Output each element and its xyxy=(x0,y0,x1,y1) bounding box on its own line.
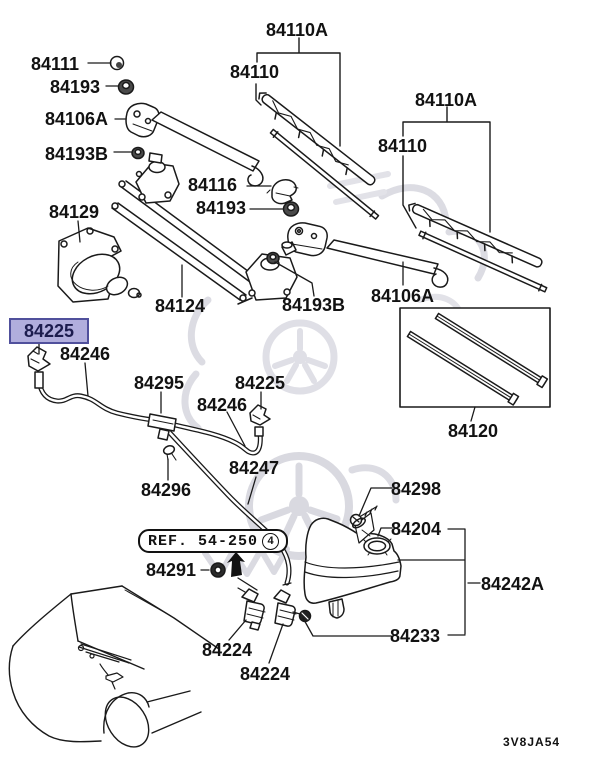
ref-text: REF. 54-250 xyxy=(148,532,259,550)
part-label-84247[interactable]: 84247 xyxy=(229,458,280,478)
part-label-84106a-right[interactable]: 84106A xyxy=(371,286,435,306)
part-label-84110-right[interactable]: 84110 xyxy=(378,136,428,156)
part-label-84193b-center[interactable]: 84193B xyxy=(282,295,346,315)
part-label-84296[interactable]: 84296 xyxy=(141,480,192,500)
washer-tank-art xyxy=(303,505,402,619)
part-label-84110a-right[interactable]: 84110A xyxy=(415,90,478,110)
part-label-84193b-left[interactable]: 84193B xyxy=(45,144,109,164)
direction-arrow xyxy=(227,552,245,577)
part-label-84295[interactable]: 84295 xyxy=(134,373,185,393)
bracket-lines xyxy=(255,37,491,233)
part-label-84110-top[interactable]: 84110 xyxy=(230,62,280,82)
watermark-graphic xyxy=(181,171,488,578)
part-label-84116[interactable]: 84116 xyxy=(188,175,238,195)
part-label-84298[interactable]: 84298 xyxy=(391,479,442,499)
fastener-parts-art xyxy=(109,55,300,578)
part-label-84193-left[interactable]: 84193 xyxy=(50,77,101,97)
wiper-arm-right-art xyxy=(287,222,449,288)
wiper-blade-right-art xyxy=(408,202,548,293)
part-label-84291[interactable]: 84291 xyxy=(146,560,197,580)
blade-refill-box-art xyxy=(399,307,551,408)
part-label-84111[interactable]: 84111 xyxy=(31,54,80,74)
washer-hose-art xyxy=(36,378,292,586)
part-label-84124[interactable]: 84124 xyxy=(155,296,206,316)
part-label-84224-left[interactable]: 84224 xyxy=(202,640,253,660)
part-label-84110a-top[interactable]: 84110A xyxy=(266,20,329,40)
wiper-motor-art xyxy=(57,227,142,303)
car-outline-art xyxy=(8,585,220,748)
drawing-code: 3V8JA54 xyxy=(503,735,561,749)
part-label-84204[interactable]: 84204 xyxy=(391,519,442,539)
part-label-84224-right[interactable]: 84224 xyxy=(240,664,291,684)
part-label-84129[interactable]: 84129 xyxy=(49,202,100,222)
wiper-blade-top-art xyxy=(258,92,380,220)
washer-nozzle-art xyxy=(27,346,271,461)
part-label-84225-highlighted[interactable]: 84225 xyxy=(9,318,89,344)
circled-number: 4 xyxy=(262,532,280,550)
part-label-84242a[interactable]: 84242A xyxy=(481,574,545,594)
part-label-84193-center[interactable]: 84193 xyxy=(196,198,247,218)
part-label-84106a-left[interactable]: 84106A xyxy=(45,109,109,129)
check-valve-art xyxy=(237,587,312,631)
part-label-84246-left[interactable]: 84246 xyxy=(60,344,111,364)
wiper-arm-left-art xyxy=(125,102,264,187)
part-label-84225-right[interactable]: 84225 xyxy=(235,373,286,393)
part-label-84233[interactable]: 84233 xyxy=(390,626,441,646)
wiper-linkage-art xyxy=(111,152,298,305)
part-label-84120[interactable]: 84120 xyxy=(448,421,499,441)
leader-lines xyxy=(38,62,481,664)
part-label-84246-mid[interactable]: 84246 xyxy=(197,395,248,415)
